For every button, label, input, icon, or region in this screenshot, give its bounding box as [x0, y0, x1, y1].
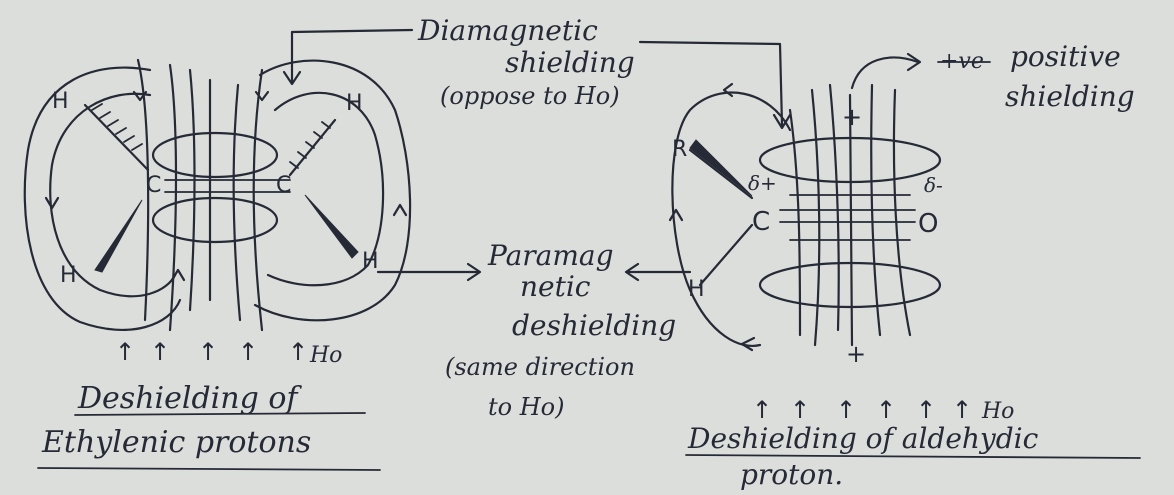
field-arrow: ↑	[238, 338, 258, 366]
atom-h: H	[346, 91, 363, 116]
left-central-field-line	[234, 85, 240, 320]
caption-right-line-1: Deshielding of aldehydic	[687, 422, 1039, 455]
paramagnetic-label: (same direction	[445, 353, 635, 381]
field-arrow: ↑	[876, 396, 896, 424]
pi-cloud-lower	[153, 198, 277, 242]
c-h-bond	[700, 225, 752, 285]
ethylene-diagram: H H H H C C ↑ ↑ ↑ ↑ ↑ Ho Deshielding of …	[25, 60, 410, 470]
left-central-field-line	[190, 70, 195, 310]
diamagnetic-label: Diamagnetic	[417, 14, 598, 47]
field-arrowhead	[46, 198, 58, 208]
cc-double-bond	[165, 180, 290, 192]
field-arrow: ↑	[836, 396, 856, 424]
caption-right-line-2: proton.	[740, 458, 843, 491]
left-central-field-line	[170, 65, 176, 330]
atom-h: H	[60, 263, 77, 288]
c-h-bond-wedge	[305, 195, 358, 258]
atom-c: C	[146, 173, 161, 198]
diamagnetic-pointer-right	[640, 42, 782, 125]
paramagnetic-label: to Ho)	[488, 393, 564, 421]
atom-c: C	[276, 173, 291, 198]
hatched-wedge-marks	[92, 104, 142, 150]
r-c-bond	[690, 150, 752, 198]
field-line	[812, 90, 819, 345]
atom-h: H	[52, 89, 69, 114]
atom-o: O	[918, 209, 938, 239]
caption-underline	[38, 468, 380, 470]
field-arrow: ↑	[952, 396, 972, 424]
pi-cloud-upper	[153, 133, 277, 177]
r-c-bond-wedge	[690, 140, 752, 196]
left-central-field-line	[254, 70, 262, 330]
paramagnetic-label: netic	[520, 270, 591, 303]
delta-plus-label: δ+	[748, 171, 777, 195]
field-arrow: ↑	[752, 396, 772, 424]
atom-h: H	[362, 249, 379, 274]
field-arrow: ↑	[916, 396, 936, 424]
field-arrowhead	[742, 338, 754, 350]
middle-labels: Diamagnetic shielding (oppose to Ho) Par…	[284, 14, 790, 421]
delta-minus-label: δ-	[924, 173, 943, 197]
caption-left-line-1: Deshielding of	[77, 381, 302, 416]
field-arrowhead	[670, 210, 682, 220]
field-arrow: ↑	[115, 338, 135, 366]
plus-sign: +	[846, 340, 866, 368]
plus-sign: +	[842, 103, 862, 131]
diamagnetic-label: shielding	[505, 46, 635, 79]
field-arrow: ↑	[790, 396, 810, 424]
diamagnetic-label: (oppose to Ho)	[440, 82, 620, 110]
field-arrow: ↑	[288, 338, 308, 366]
field-symbol: Ho	[981, 399, 1014, 424]
atom-h: H	[688, 277, 705, 302]
field-symbol: Ho	[309, 343, 342, 368]
atom-c: C	[752, 207, 770, 237]
field-line	[894, 90, 910, 335]
paramagnetic-label: deshielding	[512, 309, 676, 342]
field-arrow: ↑	[150, 338, 170, 366]
field-arrowhead	[394, 205, 406, 215]
paramagnetic-label: Paramag	[487, 239, 614, 272]
positive-shielding-pointer	[852, 58, 918, 88]
arrowhead	[908, 54, 920, 70]
hatched-wedge-marks	[290, 122, 330, 168]
aldehyde-diagram: R C O H δ+ δ- + + +ve positive shielding…	[670, 40, 1140, 491]
diamagnetic-pointer-left	[292, 30, 412, 82]
field-arrowhead	[724, 84, 732, 96]
atom-r: R	[672, 137, 687, 162]
positive-shielding-label: shielding	[1005, 80, 1135, 113]
field-arrow: ↑	[198, 338, 218, 366]
pi-cloud-lower	[760, 263, 940, 307]
positive-shielding-label: positive	[1010, 40, 1121, 73]
c-h-bond-wedge	[95, 200, 142, 272]
aldehyde-field-loop	[672, 93, 790, 346]
field-line	[830, 85, 839, 330]
c-h-bond-hatched	[85, 105, 148, 170]
caption-left-line-2: Ethylenic protons	[41, 425, 311, 460]
